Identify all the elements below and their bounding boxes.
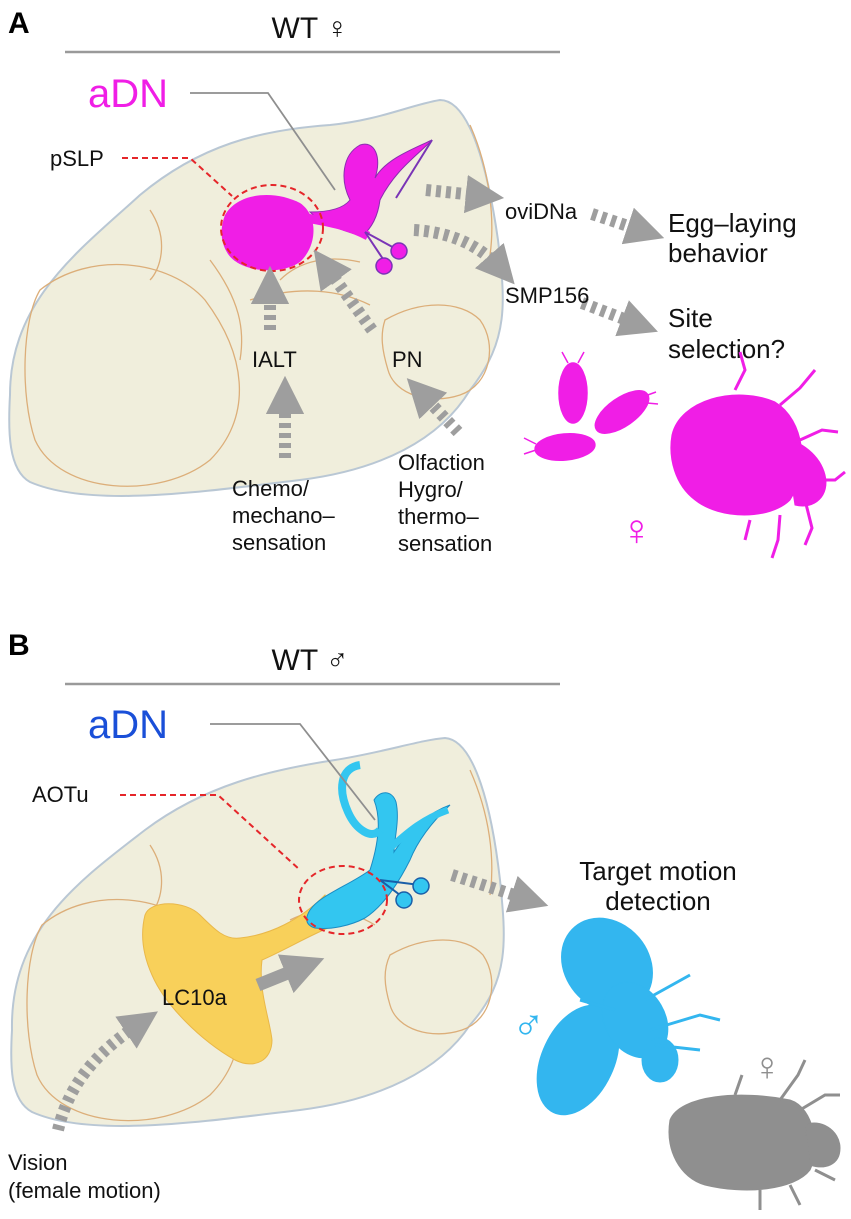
panel-b: B WT ♂ AOTu aDN LC10a: [8, 629, 841, 1210]
svg-text:thermo–: thermo–: [398, 504, 479, 529]
female-fly-icon: ♀: [620, 351, 846, 559]
pslp-label: pSLP: [50, 146, 104, 171]
aotu-callout-line: [120, 794, 301, 871]
smp156-label: SMP156: [505, 283, 589, 308]
panel-a-letter: A: [8, 7, 30, 40]
arrow-to-egg-laying: [590, 207, 665, 245]
chemo-label: Chemo/ mechano– sensation: [232, 476, 336, 555]
svg-text:behavior: behavior: [668, 238, 768, 268]
male-symbol-b: ♂: [512, 1001, 545, 1050]
arrow-pn-up: [313, 249, 377, 334]
adn-female-label: aDN: [88, 72, 168, 116]
svg-text:Chemo/: Chemo/: [232, 476, 310, 501]
arrows-b: [52, 869, 549, 1132]
ovidna-label: oviDNa: [505, 199, 578, 224]
arrow-to-smp156: [413, 224, 515, 285]
pn-label: PN: [392, 347, 423, 372]
panel-b-letter: B: [8, 629, 30, 662]
svg-text:Hygro/: Hygro/: [398, 477, 464, 502]
arrow-to-target-motion: [450, 869, 549, 913]
olfaction-label: Olfaction Hygro/ thermo– sensation: [398, 450, 492, 556]
svg-text:selection?: selection?: [668, 334, 785, 364]
aotu-label: AOTu: [32, 782, 89, 807]
panel-b-header: WT ♂: [272, 644, 349, 677]
site-selection-label: Site selection?: [668, 303, 785, 364]
egg-laying-label: Egg–laying behavior: [668, 208, 797, 268]
svg-text:(female motion): (female motion): [8, 1178, 161, 1203]
svg-text:Egg–laying: Egg–laying: [668, 208, 797, 238]
adn-male-neuron: [306, 761, 451, 929]
ialt-label: IALT: [252, 347, 297, 372]
adn-female-leader: [190, 92, 336, 191]
male-fly-icon: ♂: [512, 917, 721, 1116]
panel-a: A WT ♀ pSLP aDN: [8, 7, 846, 559]
svg-text:detection: detection: [605, 886, 711, 916]
svg-text:sensation: sensation: [398, 531, 492, 556]
target-motion-label: Target motion detection: [579, 856, 737, 916]
arrow-vision-up: [52, 1011, 158, 1132]
panel-a-header: WT ♀: [272, 12, 349, 45]
pslp-callout-line: [122, 157, 233, 197]
vision-label: Vision (female motion): [8, 1150, 161, 1203]
arrow-to-site-selection: [579, 297, 658, 337]
female-symbol-b: ♀: [752, 1045, 782, 1089]
lc10a-label: LC10a: [162, 985, 228, 1010]
adn-male-label: aDN: [88, 703, 168, 747]
aotu-callout-ellipse: [298, 865, 388, 935]
arrow-lc10a-to-adn: [255, 954, 325, 994]
svg-text:Target motion: Target motion: [579, 856, 737, 886]
svg-text:Site: Site: [668, 303, 713, 333]
arrows-a: [250, 174, 665, 458]
svg-text:mechano–: mechano–: [232, 503, 336, 528]
svg-text:Vision: Vision: [8, 1150, 68, 1175]
svg-text:sensation: sensation: [232, 530, 326, 555]
lc10a-neuron: [142, 894, 336, 1065]
target-female-fly-icon: ♀: [668, 1045, 841, 1210]
egg-icon: [523, 351, 659, 461]
female-symbol-a: ♀: [620, 506, 653, 555]
svg-text:Olfaction: Olfaction: [398, 450, 485, 475]
adn-female-neuron: [221, 139, 433, 275]
adn-male-leader: [210, 723, 376, 821]
